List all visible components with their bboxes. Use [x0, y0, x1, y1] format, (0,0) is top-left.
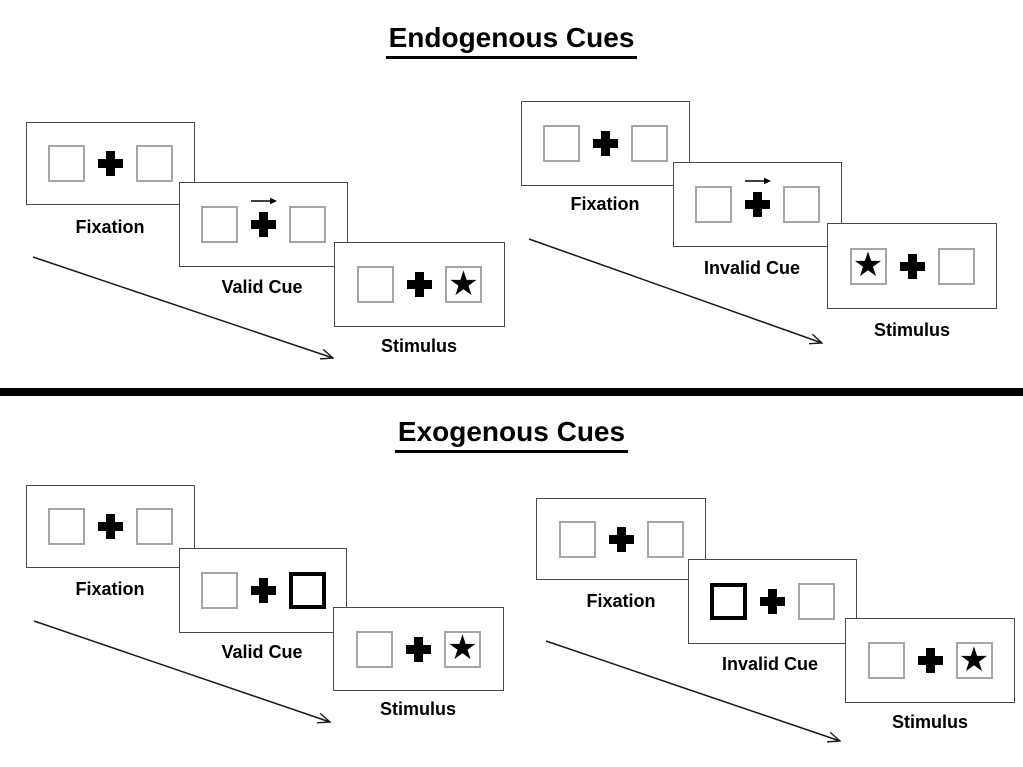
right-box: ★: [445, 266, 482, 303]
endo-invalid-fixation-panel: [521, 101, 690, 186]
section-divider: [0, 388, 1023, 396]
left-box: [558, 520, 596, 558]
fixation-cross-icon: [98, 514, 123, 539]
fixation-cross-icon: [98, 151, 123, 176]
endo-valid-stimulus-panel: ★: [334, 242, 505, 327]
cued-box-right: [288, 572, 326, 609]
plus-glyph: [407, 272, 432, 297]
fixation-cross-icon: [917, 648, 943, 673]
fixation-cross-icon: [899, 253, 925, 279]
exo-valid-stimulus-panel: ★: [333, 607, 504, 691]
panel-label: Valid Cue: [221, 277, 303, 297]
right-box: [289, 206, 326, 243]
panel-label: Fixation: [75, 579, 145, 599]
panel-label: Fixation: [586, 591, 656, 611]
left-box: [201, 206, 238, 243]
plus-glyph: [608, 526, 634, 552]
right-box: [136, 508, 173, 545]
exo-valid-fixation-panel: [26, 485, 195, 568]
panel-label: Valid Cue: [221, 642, 303, 662]
endo-valid-cue-panel: [179, 182, 348, 267]
plus-glyph: [98, 514, 123, 539]
endo-invalid-stimulus-panel: ★: [827, 223, 997, 309]
left-box: [695, 186, 732, 223]
sequence-time-arrow: [33, 620, 330, 722]
endo-valid-fixation-panel: [26, 122, 195, 205]
left-box: [356, 630, 393, 668]
right-arrow-cue-icon: [250, 197, 277, 205]
left-box: ★: [849, 246, 887, 285]
fixation-cross-icon: [250, 578, 276, 603]
left-box: [867, 642, 905, 679]
fixation-cross-icon: [593, 131, 618, 156]
left-box: [48, 145, 85, 182]
cued-box-left: [710, 583, 747, 620]
exo-valid-cue-panel: [179, 548, 347, 633]
panel-label: Invalid Cue: [721, 654, 819, 674]
left-box: [357, 266, 394, 303]
right-box: [136, 145, 173, 182]
plus-glyph: [98, 151, 123, 176]
right-box: [937, 247, 975, 285]
target-star-icon: ★: [852, 246, 884, 284]
target-star-icon: ★: [448, 264, 479, 303]
panel-label: Fixation: [75, 217, 145, 237]
plus-glyph: [593, 131, 618, 156]
target-star-icon: ★: [958, 640, 990, 679]
panel-label: Stimulus: [873, 320, 951, 340]
endogenous-section-title: Endogenous Cues: [0, 22, 1023, 59]
section-title-text: Exogenous Cues: [394, 416, 629, 453]
panel-label: Stimulus: [891, 712, 969, 732]
right-box: ★: [444, 629, 481, 668]
right-box: [646, 520, 684, 558]
plus-glyph: [251, 212, 276, 237]
plus-glyph: [745, 192, 770, 217]
exogenous-section-title: Exogenous Cues: [0, 416, 1023, 453]
fixation-cross-icon: [760, 589, 785, 614]
plus-glyph: [250, 578, 276, 603]
fixation-cross-icon: [406, 636, 431, 662]
fixation-cross-icon: [407, 272, 432, 297]
panel-label: Stimulus: [379, 699, 457, 719]
exo-invalid-stimulus-panel: ★: [845, 618, 1015, 703]
left-box: [48, 508, 85, 545]
panel-label: Invalid Cue: [703, 258, 801, 278]
sequence-time-arrow: [32, 256, 333, 358]
plus-glyph: [760, 589, 785, 614]
sequence-time-arrow: [528, 238, 822, 343]
fixation-cross-icon: [608, 526, 634, 552]
right-box: [798, 583, 835, 620]
fixation-cross-icon: [250, 197, 277, 237]
fixation-cross-icon: [744, 177, 771, 217]
endo-invalid-cue-panel: [673, 162, 842, 247]
panel-label: Stimulus: [380, 336, 458, 356]
right-box: [783, 186, 820, 223]
right-box: ★: [955, 640, 993, 679]
plus-glyph: [899, 253, 925, 279]
plus-glyph: [917, 648, 943, 673]
exo-invalid-fixation-panel: [536, 498, 706, 580]
left-box: [543, 125, 580, 162]
panel-label: Fixation: [570, 194, 640, 214]
right-box: [631, 125, 668, 162]
right-arrow-cue-icon: [744, 177, 771, 185]
exo-invalid-cue-panel: [688, 559, 857, 644]
plus-glyph: [406, 636, 431, 662]
section-title-text: Endogenous Cues: [385, 22, 638, 59]
target-star-icon: ★: [447, 629, 478, 667]
left-box: [200, 572, 238, 609]
